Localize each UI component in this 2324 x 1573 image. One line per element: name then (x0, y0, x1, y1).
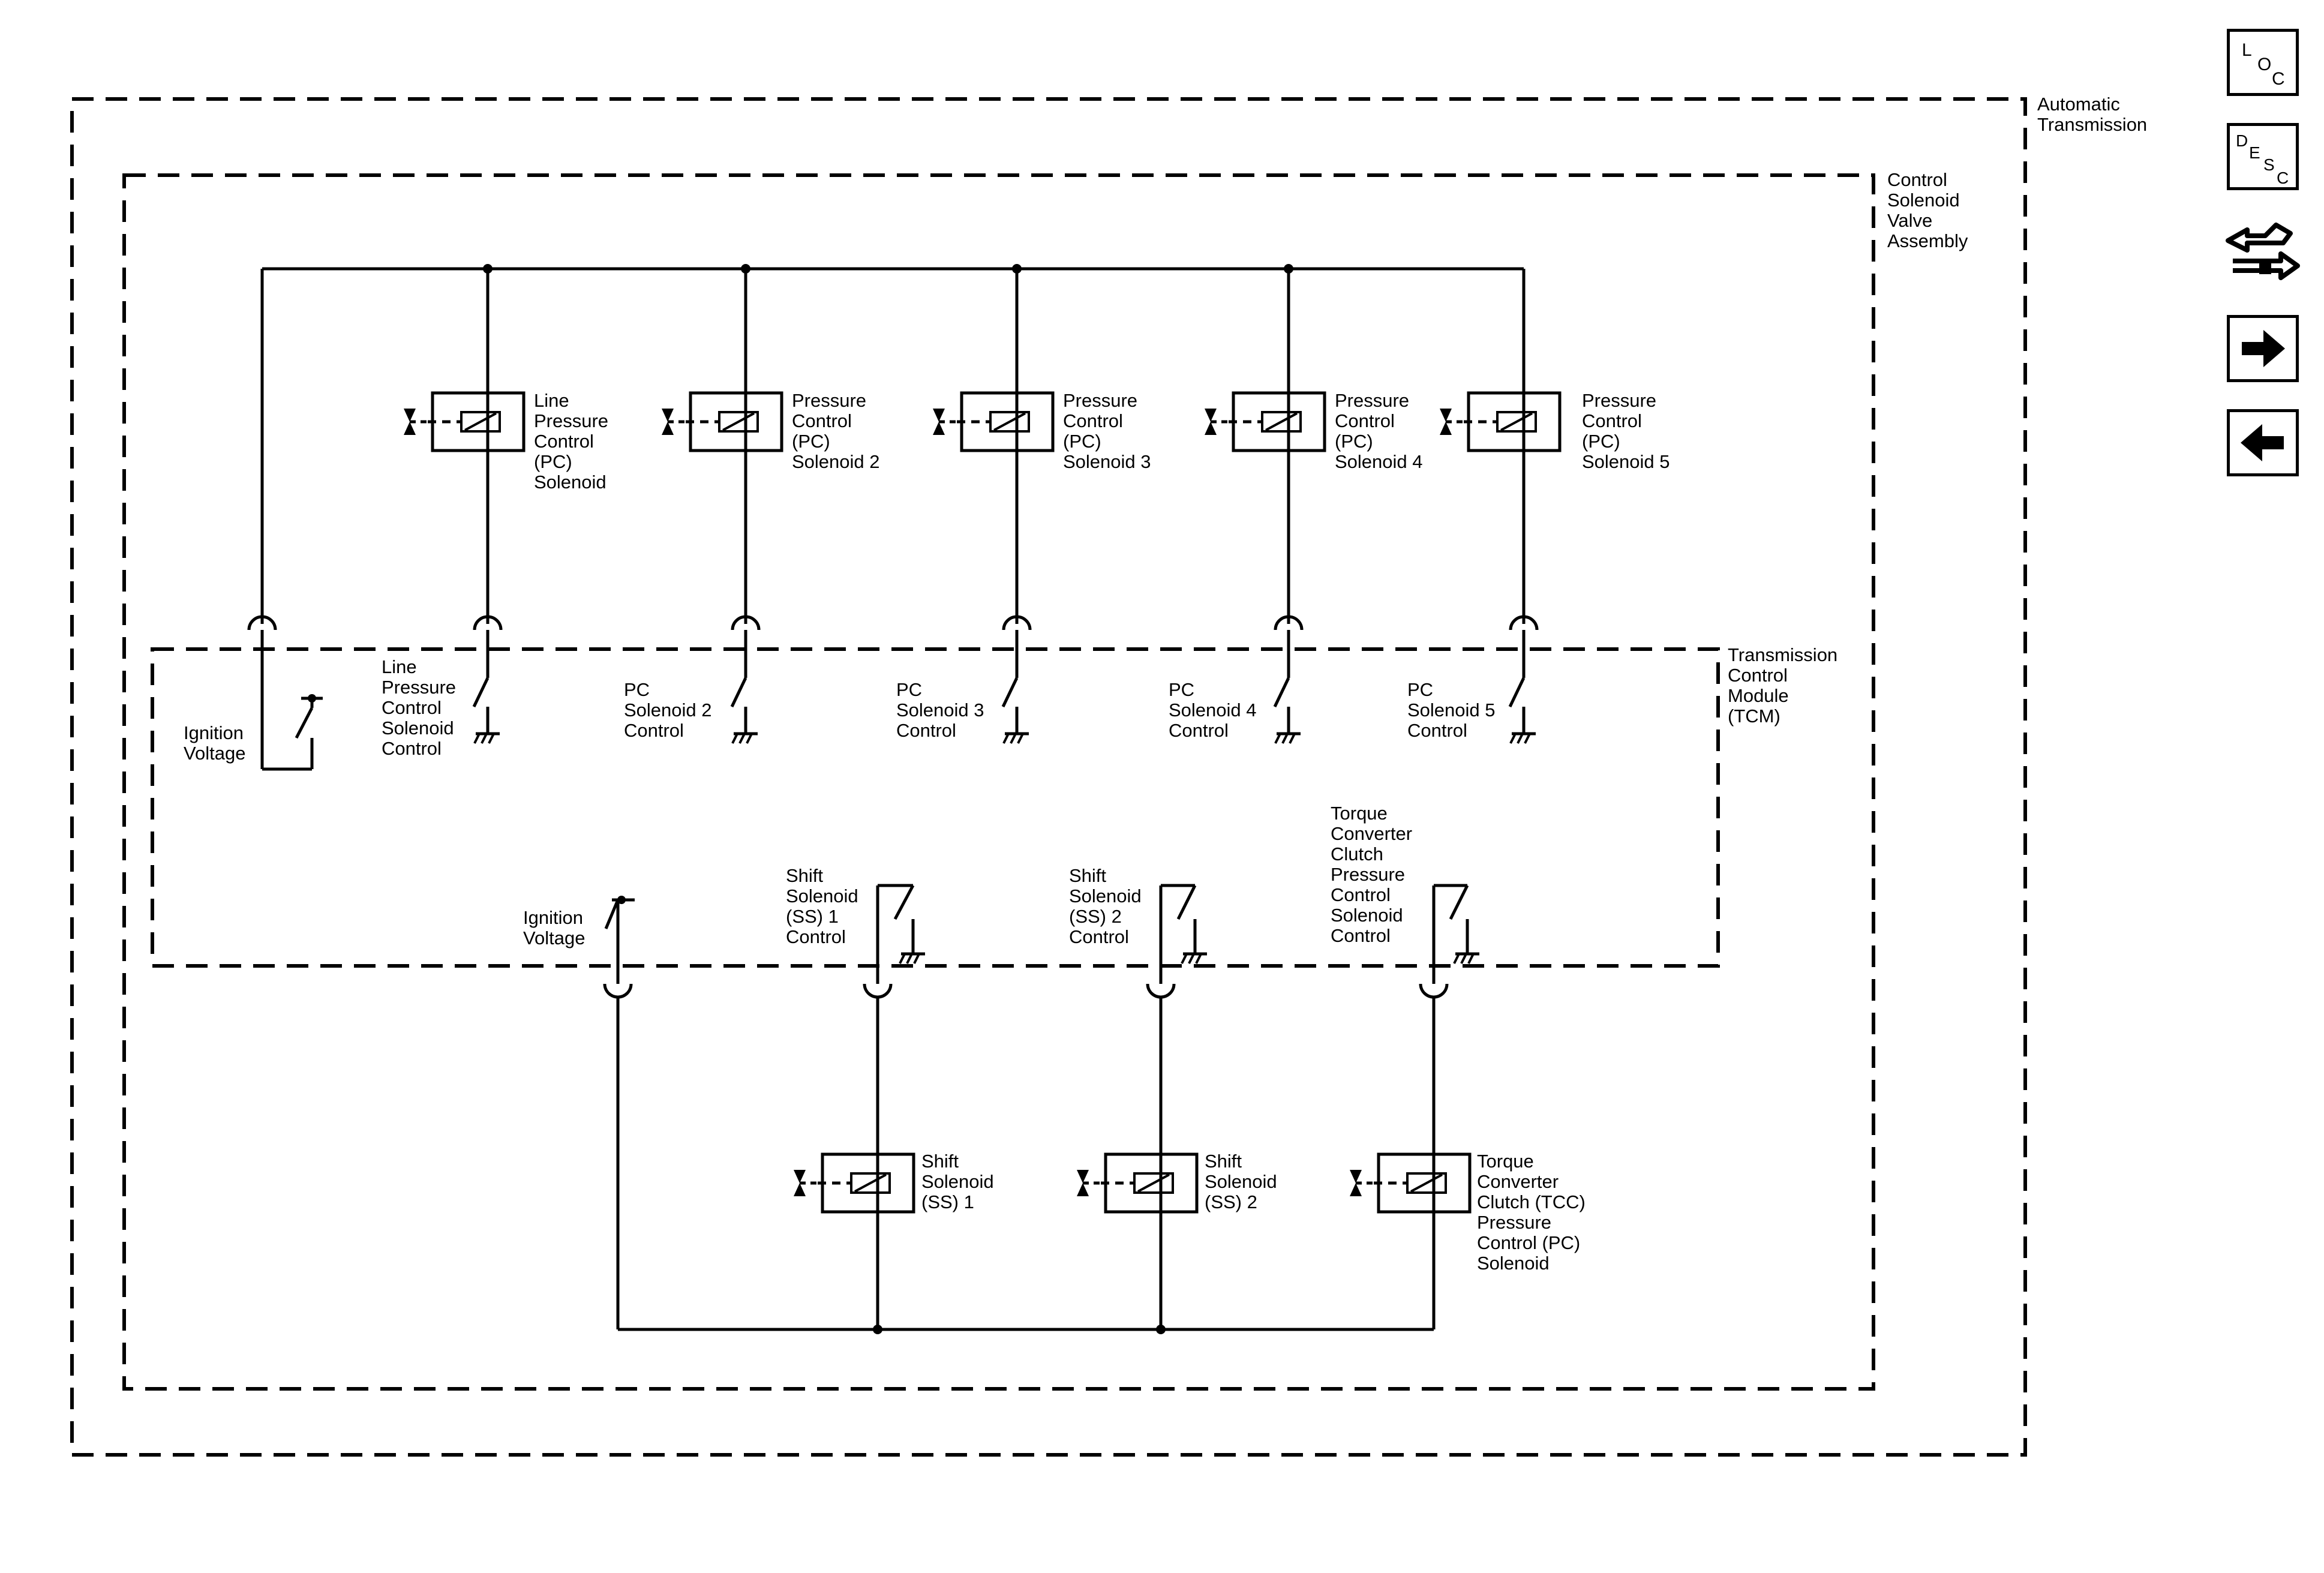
pc-solenoid-4 (1205, 393, 1325, 451)
svg-text:S: S (2263, 155, 2275, 174)
tcc-pc-solenoid (1350, 1154, 1470, 1212)
pc-solenoid-2 (662, 393, 782, 451)
line-pc-solenoid (404, 393, 524, 451)
line-pc-control-switch (472, 630, 500, 743)
upper-circuit-wires (260, 269, 1526, 624)
tcc-control-switch (1432, 884, 1479, 984)
shift-solenoid-2 (1077, 1154, 1197, 1212)
next-arrow-icon (2242, 330, 2285, 367)
previous-arrow-icon (2241, 424, 2284, 461)
ss2-control-switch (1159, 884, 1207, 984)
ignition-voltage-upper-switch (260, 630, 323, 771)
desc-icon: D E S C (2236, 131, 2289, 187)
shift-solenoid-1 (794, 1154, 914, 1212)
pc5-control-switch (1508, 630, 1536, 743)
svg-text:D: D (2236, 131, 2248, 150)
loc-icon: L O C (2242, 40, 2285, 89)
pc3-control-switch (1001, 630, 1029, 743)
svg-text:L: L (2242, 40, 2252, 60)
ignition-voltage-lower-switch (604, 896, 635, 984)
lower-connectors (605, 984, 1447, 997)
pc2-control-switch (730, 630, 758, 743)
loc-button[interactable]: L O C (2227, 29, 2299, 96)
next-button[interactable] (2227, 315, 2299, 382)
pc-solenoid-3 (933, 393, 1053, 451)
pc4-control-switch (1273, 630, 1301, 743)
control-solenoid-valve-assembly-boundary (122, 173, 1875, 1391)
tcm-boundary (151, 647, 1720, 968)
connector-icon (2226, 223, 2300, 280)
upper-connectors (249, 617, 1537, 630)
lower-circuit-wires (616, 997, 1436, 1334)
desc-button[interactable]: D E S C (2227, 123, 2299, 190)
previous-button[interactable] (2227, 409, 2299, 476)
svg-text:O: O (2257, 55, 2271, 74)
ss1-control-switch (876, 884, 925, 984)
connector-button[interactable] (2223, 213, 2301, 291)
svg-text:C: C (2277, 169, 2289, 187)
pc-solenoid-5 (1440, 393, 1560, 451)
svg-text:C: C (2272, 69, 2285, 89)
svg-text:E: E (2249, 143, 2260, 162)
automatic-transmission-boundary (70, 97, 2027, 1457)
